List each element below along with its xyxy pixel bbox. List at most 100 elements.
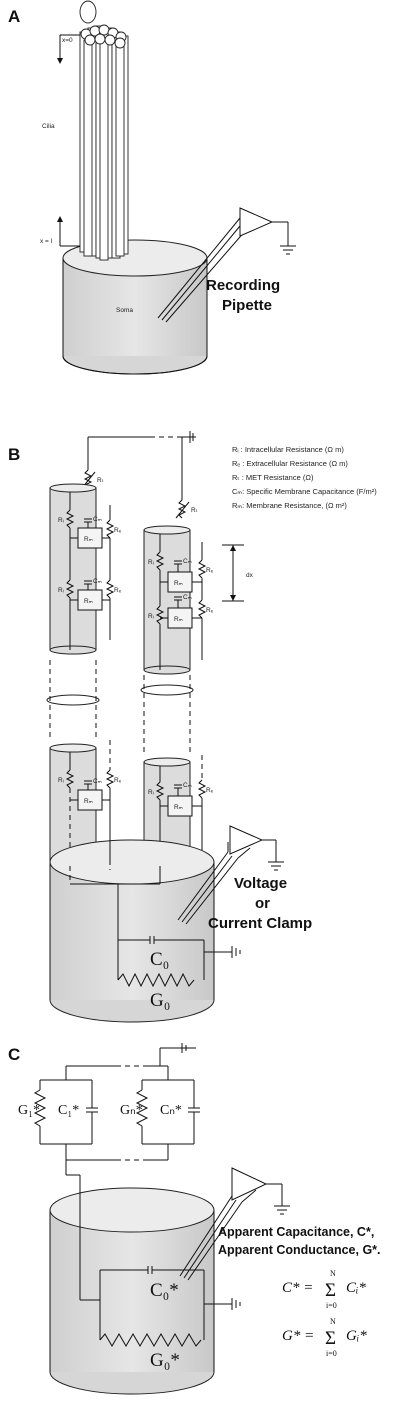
c0-label-b: C₀ [150,949,169,970]
cn-label: Cₙ* [160,1103,182,1118]
gn-label: Gₙ* [120,1103,143,1118]
amplifier-a [239,207,296,255]
clamp-label-line3: Current Clamp [208,915,312,932]
soma-label: Soma [116,307,133,314]
ri-label-right-2: Rᵢ [148,613,154,620]
cm-label-left-3: Cₘ [93,778,102,785]
re-resistor-left-2 [105,579,115,599]
equation-g-star: G* = N Σ i=0 Gᵢ* [282,1317,367,1358]
branch-1-c: G₁* C₁* [18,1066,98,1160]
ri-resistor-right-1 [155,551,165,571]
soma-c0-g0-circuit-b: C₀ G₀ [117,936,241,1011]
rm-label-left-2: Rₘ [84,598,93,605]
ri-label-left-3: Rᵢ [58,777,64,784]
legend-b: Rᵢ : Intracellular Resistance (Ω m) Rₑ :… [232,445,377,510]
clamp-label-line2: or [255,895,270,912]
ri-label-right-3: Rᵢ [148,789,154,796]
g0-label-c: G₀* [150,1350,180,1371]
re-label-right-2: Rₑ [206,607,214,614]
ri-resistor-left-2 [65,579,75,599]
cm-label-right-1: Cₘ [183,558,192,565]
eq-g-lhs: G* = [282,1328,314,1344]
rt-resistor-right [177,499,187,519]
c1-label: C₁* [58,1103,79,1118]
rt-label-right: Rₜ [191,507,198,514]
rt-label-left: Rₜ [97,477,104,484]
membrane-unit-right-3: Cₘ Rₘ [160,782,202,817]
soma-cylinder-c [49,1187,215,1395]
g0-label-b: G₀ [150,990,170,1011]
amplifier-c [231,1167,290,1215]
ri-resistor-right-2 [155,605,165,625]
re-label-left-1: Rₑ [114,527,122,534]
recording-pipette-c [179,1186,257,1281]
membrane-unit-right-1: Cₘ Rₘ [160,558,202,593]
cilia-bundle [79,0,129,261]
cilia-label: Cilia [42,123,55,130]
x0-label: x=0 [62,37,73,44]
ri-label-right-1: Rᵢ [148,559,154,566]
cilium-right-upper [143,525,191,675]
rm-label-left-1: Rₘ [84,536,93,543]
legend-ri: Rᵢ : Intracellular Resistance (Ω m) [232,445,344,454]
legend-re: Rₑ : Extracellular Resistance (Ω m) [232,459,348,468]
ri-label-left-2: Rᵢ [58,587,64,594]
panel-b: B Rᵢ : Intracellular Resistance (Ω m) Rₑ… [8,431,377,1023]
rm-label-left-3: Rₘ [84,798,93,805]
cilium-left-upper [49,483,97,655]
equation-c-star: C* = N Σ i=0 Cᵢ* [282,1269,366,1310]
membrane-unit-right-2: Cₘ Rₘ [160,594,202,629]
cm-label-right-2: Cₘ [183,594,192,601]
c0-label-c: C₀* [150,1280,179,1301]
legend-rm: Rₘ: Membrane Resistance, (Ω m²) [232,501,347,510]
rm-label-right-1: Rₘ [174,580,183,587]
ri-resistor-left-1 [65,509,75,529]
panel-c-letter: C [8,1045,20,1064]
ri-label-left-1: Rᵢ [58,517,64,524]
clamp-label-line1: Voltage [234,875,287,892]
pipette-label-line1: Recording [206,277,280,294]
re-resistor-right-2 [197,599,207,619]
membrane-unit-left-3: Cₘ Rₘ [70,778,110,811]
eq-c-term: Cᵢ* [346,1280,366,1296]
eq-c-sum-top: N [330,1269,336,1278]
branch-n-c: Gₙ* Cₙ* [120,1066,200,1160]
clamp-pipette-b [177,842,251,925]
eq-g-sum-top: N [330,1317,336,1326]
xl-label: x = l [40,238,53,245]
apparent-label-line1: Apparent Capacitance, C*, [218,1225,374,1239]
eq-c-lhs: C* = [282,1280,313,1296]
apparent-label-line2: Apparent Conductance, G*. [218,1243,381,1257]
panel-a-letter: A [8,7,20,26]
soma-cylinder-b [49,839,215,1023]
re-resistor-right-1 [197,559,207,579]
panel-c: C G₁* C₁* [8,1043,381,1395]
cm-label-left-2: Cₘ [93,578,102,585]
eq-c-sum: Σ [325,1280,336,1301]
g1-label: G₁* [18,1103,40,1118]
eq-c-sum-bottom: i=0 [326,1301,337,1310]
re-resistor-left-1 [105,519,115,539]
eq-g-term: Gᵢ* [346,1328,367,1344]
membrane-unit-left-2: Cₘ Rₘ [70,578,110,611]
re-resistor-left-3 [105,769,115,789]
rm-label-right-2: Rₘ [174,616,183,623]
pipette-label-line2: Pipette [222,297,272,314]
legend-cm: Cₘ: Specific Membrane Capacitance (F/m²) [232,487,377,496]
gap-ring-right [140,684,194,696]
re-label-right-1: Rₑ [206,567,214,574]
cm-label-left-1: Cₘ [93,516,102,523]
dx-bracket: dx [222,544,254,602]
re-label-left-3: Rₑ [114,777,122,784]
ri-resistor-left-3 [65,769,75,789]
gap-ring-left [46,694,100,706]
amplifier-b [229,825,284,871]
panel-a: A [8,0,296,375]
eq-g-sum: Σ [325,1328,336,1349]
dx-label: dx [246,572,254,579]
re-resistor-right-3 [197,779,207,799]
ri-resistor-right-3 [155,781,165,801]
legend-rt: Rₜ : MET Resistance (Ω) [232,473,314,482]
rm-label-right-3: Rₘ [174,804,183,811]
